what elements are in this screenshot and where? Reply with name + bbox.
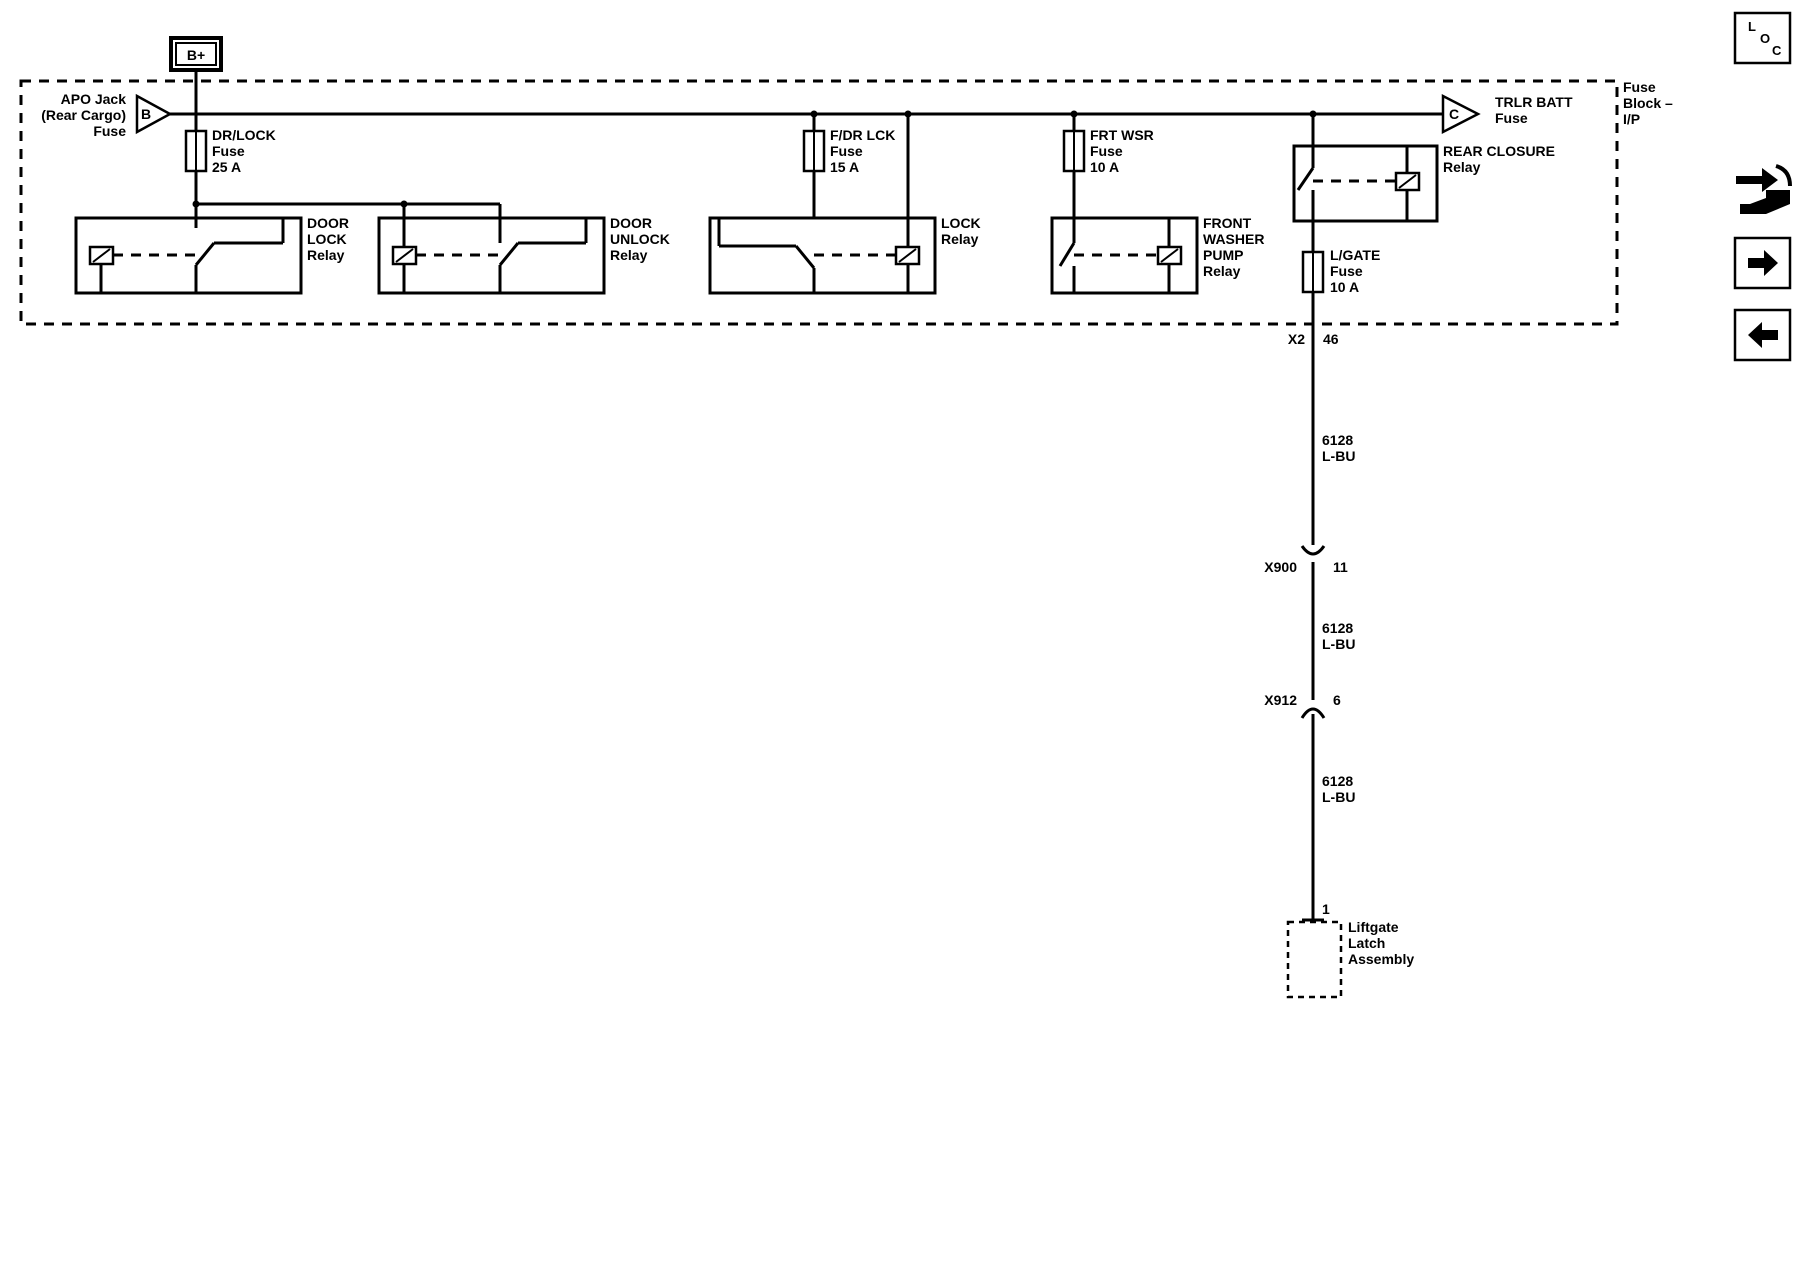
loc-letter-c: C <box>1772 43 1782 58</box>
frt-wsr-fuse-name: FRT WSR <box>1090 127 1154 143</box>
trlr-batt-label-2: Fuse <box>1495 110 1528 126</box>
lock-relay-label-1: LOCK <box>941 215 981 231</box>
apo-jack-label-3: Fuse <box>93 123 126 139</box>
x2-connector-name: X2 <box>1288 331 1305 347</box>
wire-3-color: L-BU <box>1322 789 1355 805</box>
liftgate-latch-assembly <box>1286 920 1343 999</box>
x2-connector-pin: 46 <box>1323 331 1339 347</box>
wire-3-circuit: 6128 <box>1322 773 1353 789</box>
x912-connector <box>1300 707 1326 719</box>
door-lock-relay-label-2: LOCK <box>307 231 347 247</box>
lock-relay <box>708 114 937 295</box>
x912-connector-pin: 6 <box>1333 692 1341 708</box>
arrow-right-icon <box>1748 250 1778 276</box>
front-washer-relay-label-4: Relay <box>1203 263 1241 279</box>
l-gate-fuse-type: Fuse <box>1330 263 1363 279</box>
next-page-button[interactable] <box>1733 236 1792 290</box>
b-plus-label: B+ <box>187 47 205 63</box>
door-unlock-relay-label-3: Relay <box>610 247 648 263</box>
apo-jack-connector <box>135 93 173 135</box>
wire-1-color: L-BU <box>1322 448 1355 464</box>
door-lock-relay <box>74 204 303 295</box>
x912-connector-name: X912 <box>1264 692 1297 708</box>
rear-closure-relay <box>1292 114 1439 252</box>
connector-socket-icon <box>1740 190 1790 214</box>
f-dr-lck-fuse-name: F/DR LCK <box>830 127 895 143</box>
apo-jack-connector-letter: B <box>141 106 151 122</box>
frt-wsr-fuse-rating: 10 A <box>1090 159 1119 175</box>
loc-letter-l: L <box>1748 19 1756 34</box>
location-view-button[interactable]: L O C <box>1733 11 1792 65</box>
fuse-block-label-3: I/P <box>1623 111 1640 127</box>
rear-closure-relay-label-1: REAR CLOSURE <box>1443 143 1555 159</box>
front-washer-relay-label-1: FRONT <box>1203 215 1252 231</box>
door-unlock-relay <box>377 204 606 295</box>
door-unlock-relay-label-1: DOOR <box>610 215 652 231</box>
f-dr-lck-fuse-type: Fuse <box>830 143 863 159</box>
wire-2-color: L-BU <box>1322 636 1355 652</box>
trlr-batt-connector <box>1441 93 1481 135</box>
trlr-batt-connector-letter: C <box>1449 106 1459 122</box>
rear-closure-relay-label-2: Relay <box>1443 159 1481 175</box>
connector-view-button[interactable] <box>1736 164 1792 214</box>
front-washer-relay-label-3: PUMP <box>1203 247 1243 263</box>
door-lock-relay-label-1: DOOR <box>307 215 349 231</box>
arrow-left-icon <box>1748 322 1778 348</box>
loc-letter-o: O <box>1760 31 1770 46</box>
frt-wsr-fuse-type: Fuse <box>1090 143 1123 159</box>
wire-2-circuit: 6128 <box>1322 620 1353 636</box>
connector-plug-icon <box>1736 168 1778 192</box>
l-gate-fuse-rating: 10 A <box>1330 279 1359 295</box>
door-unlock-relay-label-2: UNLOCK <box>610 231 670 247</box>
liftgate-label-3: Assembly <box>1348 951 1414 967</box>
fuse-block-label-2: Block – <box>1623 95 1673 111</box>
previous-page-button[interactable] <box>1733 308 1792 362</box>
fuse-block-enclosure <box>19 79 1619 326</box>
fuse-block-label-1: Fuse <box>1623 79 1656 95</box>
f-dr-lck-fuse-rating: 15 A <box>830 159 859 175</box>
liftgate-label-2: Latch <box>1348 935 1385 951</box>
dr-lock-fuse-rating: 25 A <box>212 159 241 175</box>
x900-connector-name: X900 <box>1264 559 1297 575</box>
front-washer-pump-relay <box>1050 216 1199 295</box>
l-gate-fuse-name: L/GATE <box>1330 247 1380 263</box>
dr-lock-fuse-type: Fuse <box>212 143 245 159</box>
x900-connector <box>1300 545 1326 556</box>
door-lock-relay-label-3: Relay <box>307 247 345 263</box>
wire-1-circuit: 6128 <box>1322 432 1353 448</box>
liftgate-label-1: Liftgate <box>1348 919 1399 935</box>
lock-relay-label-2: Relay <box>941 231 979 247</box>
x900-connector-pin: 11 <box>1333 559 1348 575</box>
liftgate-pin: 1 <box>1322 901 1330 917</box>
apo-jack-label-1: APO Jack <box>61 91 127 107</box>
trlr-batt-label-1: TRLR BATT <box>1495 94 1573 110</box>
front-washer-relay-label-2: WASHER <box>1203 231 1264 247</box>
dr-lock-fuse-name: DR/LOCK <box>212 127 276 143</box>
apo-jack-label-2: (Rear Cargo) <box>41 107 126 123</box>
